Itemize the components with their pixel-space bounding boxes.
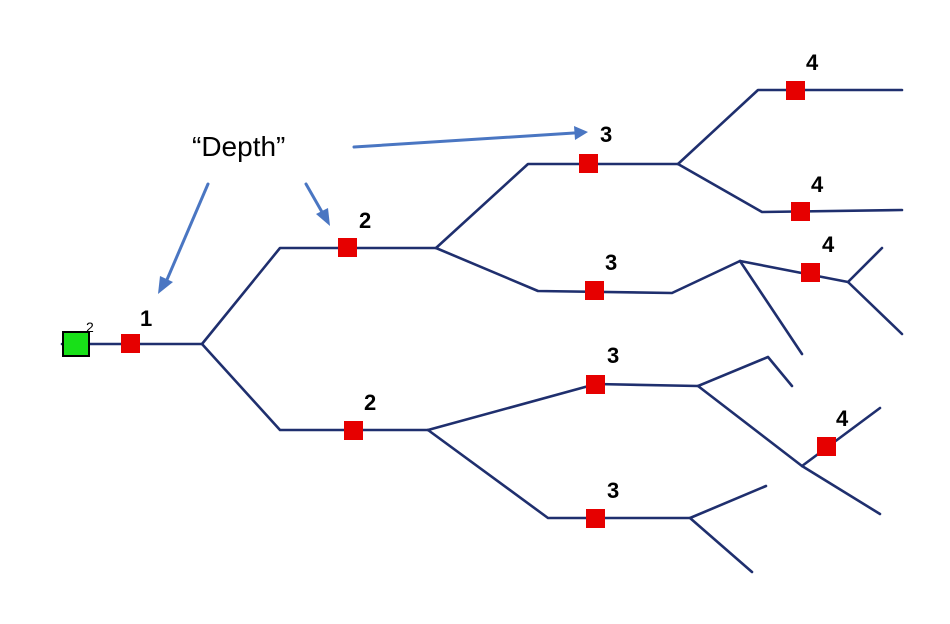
node-depth-1[interactable] [121, 334, 140, 353]
node-depth-2-upper[interactable] [338, 238, 357, 257]
depth-nodes: 1 2 2 3 3 3 3 4 4 4 4 [121, 50, 849, 528]
node-depth-2-upper-label: 2 [359, 208, 371, 233]
arrowhead-depth-3 [574, 126, 588, 140]
node-depth-2-lower-label: 2 [364, 390, 376, 415]
node-depth-4-b-label: 4 [811, 172, 824, 197]
edge-branch-4a [676, 88, 904, 166]
edge-branch-3a [434, 162, 680, 250]
node-depth-4-b[interactable] [791, 202, 810, 221]
arrow-to-depth-1 [164, 182, 210, 284]
edge-branch-3b [434, 246, 850, 295]
node-depth-3-d[interactable] [586, 509, 605, 528]
depth-arrows [158, 126, 588, 294]
edge-branch-4b [676, 162, 904, 214]
arrowhead-depth-2 [316, 208, 330, 226]
edge-branch-upper-2 [200, 246, 438, 346]
root-node-label: 2 [86, 319, 94, 335]
node-depth-3-c-label: 3 [607, 343, 619, 368]
node-depth-3-a[interactable] [579, 154, 598, 173]
node-depth-4-a[interactable] [786, 81, 805, 100]
tree-edges [60, 88, 904, 574]
edge-branch-4c-fork-down [846, 280, 904, 336]
node-depth-4-a-label: 4 [806, 50, 819, 75]
node-depth-4-c-label: 4 [822, 232, 835, 257]
node-depth-3-b[interactable] [585, 281, 604, 300]
arrow-to-depth-2 [304, 182, 324, 214]
root-node[interactable] [62, 331, 90, 357]
arrow-to-depth-3 [352, 131, 576, 149]
edge-branch-4d-fork [800, 406, 882, 468]
edge-branch-4c-fork-up [846, 246, 884, 284]
node-depth-3-a-label: 3 [600, 122, 612, 147]
node-depth-2-lower[interactable] [344, 421, 363, 440]
depth-callout-label: “Depth” [192, 131, 285, 162]
edge-branch-4d [696, 384, 882, 516]
edge-branch-lower-2 [200, 342, 430, 432]
node-depth-4-d[interactable] [817, 437, 836, 456]
node-depth-3-c[interactable] [586, 375, 605, 394]
node-depth-3-b-label: 3 [605, 250, 617, 275]
edge-branch-4c-stub [738, 259, 804, 356]
edge-branch-3d [426, 428, 768, 520]
node-depth-3-d-label: 3 [607, 478, 619, 503]
edge-branch-3d-tail [688, 516, 754, 574]
node-depth-4-d-label: 4 [836, 406, 849, 431]
node-depth-1-label: 1 [140, 306, 152, 331]
node-depth-4-c[interactable] [801, 263, 820, 282]
arrowhead-depth-1 [158, 276, 173, 294]
